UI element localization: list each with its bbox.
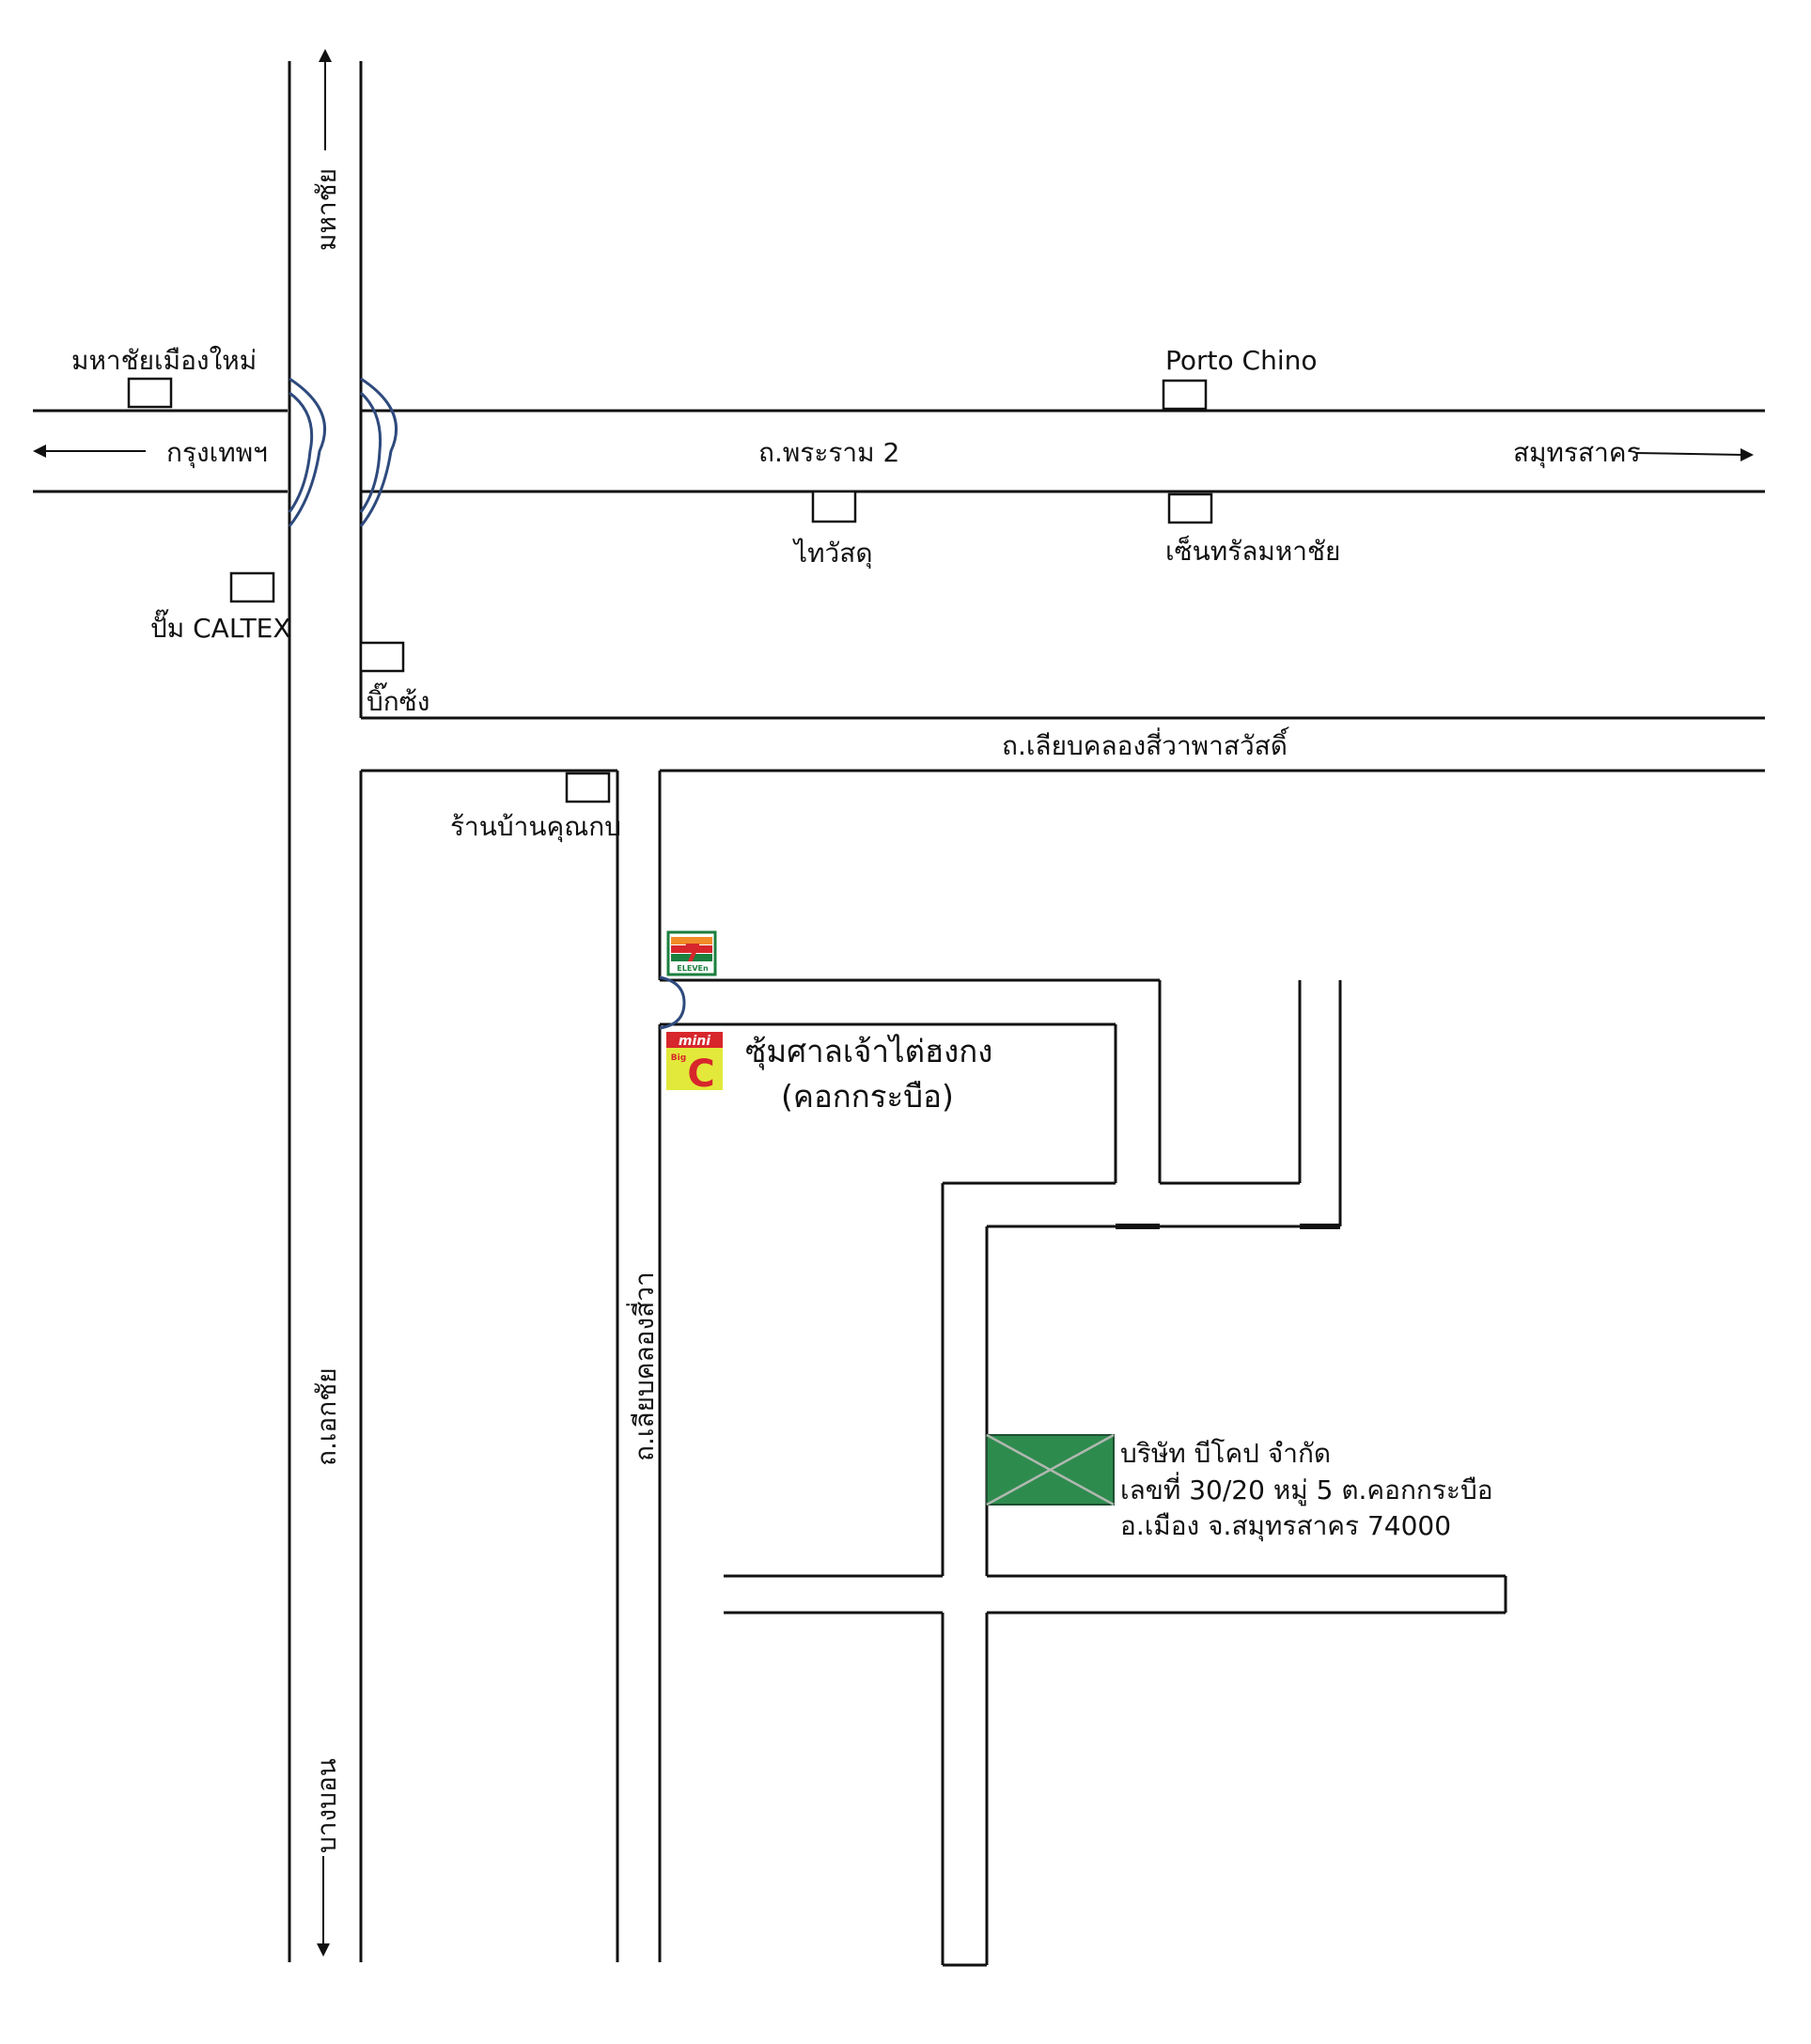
arrow-west-head [33, 445, 46, 458]
shrine-label-line2: (คอกกระบือ) [781, 1078, 954, 1115]
company-location-marker [986, 1433, 1115, 1506]
lieb-klong-sawa-label: ถ.เลียบคลองสี่วา [626, 1272, 660, 1461]
company-name-label: บริษัท บีโคป จำกัด [1120, 1438, 1331, 1469]
company-building-cross-b [986, 1433, 1115, 1506]
caltex-label: ปั๊ม CALTEX [150, 609, 291, 644]
mini-big-c-red-bar [666, 1032, 723, 1048]
samut-sakhon-direction-label: สมุทรสาคร [1513, 437, 1641, 469]
direction-arrows [33, 49, 1754, 1957]
mini-big-c-mini-text: mini [679, 1034, 710, 1049]
arrow-south-head [317, 1943, 330, 1957]
mini-big-c-letter: C [687, 1053, 714, 1096]
porto-chino-label: Porto Chino [1165, 345, 1318, 376]
mahachai-muang-mai-label: มหาชัยเมืองใหม่ [71, 345, 257, 376]
big-c-box [359, 641, 405, 673]
central-mahachai-label: เซ็นทรัลมหาชัย [1165, 535, 1340, 567]
map-labels: ถ.พระราม 2 ถ.เลียบคลองสี่วาพาสวัสดิ์ ถ.เ… [71, 168, 1641, 1853]
ban-khun-kob-label: ร้านบ้านคุณกบ [450, 811, 621, 843]
lieb-klong-wapha-label: ถ.เลียบคลองสี่วาพาสวัสดิ์ [1002, 726, 1290, 761]
seven-eleven-text: ELEVEn [677, 964, 709, 973]
big-c-label: บิ๊กซ้ง [367, 682, 429, 717]
central-mahachai-box [1167, 492, 1213, 524]
mini-big-c-big-text: Big [671, 1053, 686, 1063]
bangkok-direction-label: กรุงเทพฯ [166, 437, 268, 469]
mahachai-direction-label: มหาชัย [311, 168, 342, 251]
porto-chino-box [1162, 379, 1208, 411]
seven-eleven-stripe-green [671, 954, 712, 961]
u-turn-curves [288, 377, 686, 1030]
thai-watsadu-label: ไทวัสดุ [792, 538, 873, 570]
u-turn-east-inner [359, 391, 382, 513]
seven-eleven-logo: 7 ELEVEn [666, 930, 717, 976]
u-turn-soi [659, 975, 686, 1030]
u-turn-west-inner [288, 391, 314, 513]
arrow-east-line [1634, 452, 1744, 456]
road-network [33, 61, 1765, 1967]
mini-big-c-logo: mini Big C [666, 1032, 723, 1096]
caltex-box [229, 571, 275, 603]
ekachai-road-label: ถ.เอกชัย [311, 1367, 342, 1466]
u-turn-east [359, 377, 398, 527]
rama2-road-label: ถ.พระราม 2 [758, 437, 899, 468]
seven-eleven-stripe-red [671, 945, 712, 953]
arrow-north-head [319, 49, 332, 62]
ban-khun-kob-box [565, 772, 611, 804]
seven-eleven-stripe-orange [671, 937, 712, 944]
company-address-line1: เลขที่ 30/20 หมู่ 5 ต.คอกกระบือ [1120, 1472, 1493, 1506]
seven-eleven-numeral: 7 [684, 940, 701, 968]
mahachai-muang-mai-box [127, 377, 173, 409]
landmark-boxes [127, 377, 1213, 804]
arrow-east-head [1741, 448, 1754, 461]
u-turn-west [288, 377, 327, 527]
bang-bon-direction-label: บางบอน [311, 1758, 342, 1853]
shrine-label-line1: ซุ้มศาลเจ้าไต่ฮงกง [745, 1033, 992, 1070]
company-address-line2: อ.เมือง จ.สมุทรสาคร 74000 [1120, 1510, 1451, 1542]
thai-watsadu-box [811, 490, 857, 523]
